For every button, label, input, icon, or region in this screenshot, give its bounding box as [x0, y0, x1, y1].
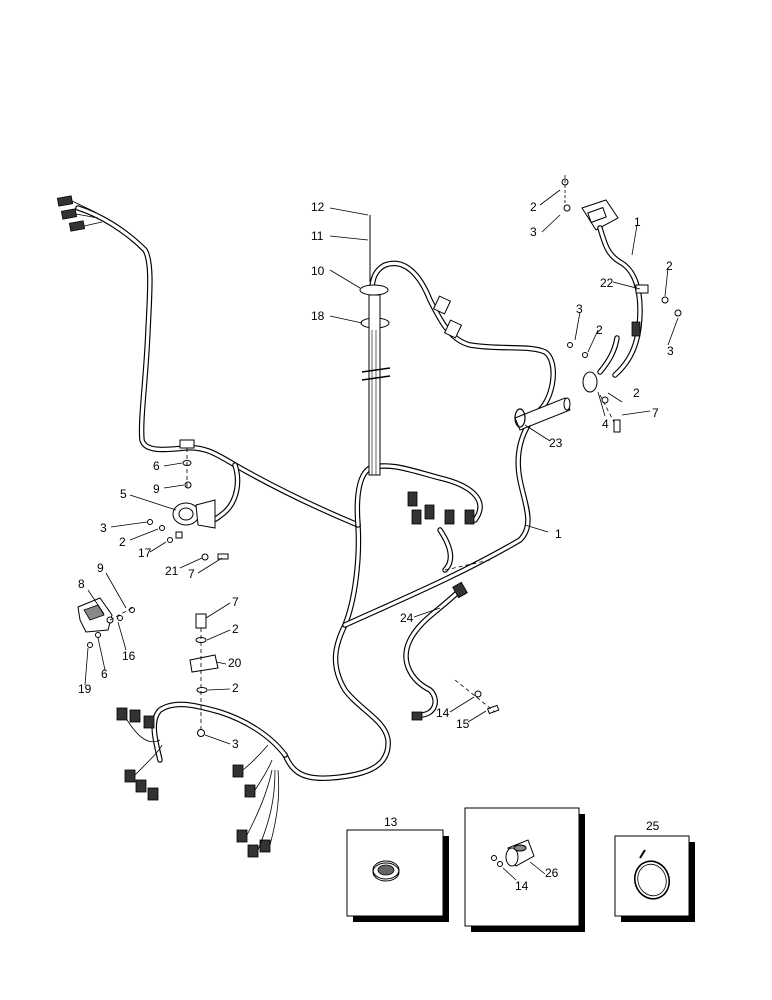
callout-21: 21	[165, 564, 179, 578]
switch-assembly-upper-right	[561, 175, 682, 433]
callout-9: 9	[153, 482, 160, 496]
callout-16: 16	[122, 649, 136, 663]
connector-cluster-top-left	[56, 195, 103, 232]
callout-3: 3	[530, 225, 537, 239]
hardware-14-15	[411, 581, 500, 721]
callout-2: 2	[596, 323, 603, 337]
callout-2: 2	[633, 386, 640, 400]
callout-20: 20	[228, 656, 242, 670]
callout-11: 11	[311, 229, 324, 243]
callout-24: 24	[400, 611, 414, 625]
inset-label-13: 13	[384, 815, 398, 829]
callout-6: 6	[153, 459, 160, 473]
callout-1: 1	[555, 527, 562, 541]
bracket-8	[77, 597, 135, 648]
callout-8: 8	[78, 577, 85, 591]
callout-15: 15	[456, 717, 470, 731]
callout-7: 7	[652, 406, 659, 420]
main-harness	[75, 205, 556, 781]
sleeve-23	[514, 397, 571, 431]
callout-3: 3	[667, 344, 674, 358]
callout-2: 2	[232, 681, 239, 695]
inset-label-26: 26	[545, 866, 559, 880]
inset-connector: 26 14	[464, 807, 585, 932]
callout-10: 10	[311, 264, 325, 278]
callout-22: 22	[600, 276, 614, 290]
inline-connector-sensor	[432, 295, 463, 339]
callout-3: 3	[576, 302, 583, 316]
hardware-6-9	[179, 439, 195, 490]
callout-7: 7	[232, 595, 239, 609]
callout-14: 14	[436, 706, 450, 720]
callout-5: 5	[120, 487, 127, 501]
callout-2: 2	[530, 200, 537, 214]
inset-grommet: 13	[346, 815, 449, 922]
callout-23: 23	[549, 436, 563, 450]
callout-17: 17	[138, 546, 152, 560]
callout-2: 2	[232, 622, 239, 636]
dashed-link	[444, 559, 491, 571]
callout-3: 3	[232, 737, 239, 751]
leader-lines	[84, 189, 679, 745]
callout-9: 9	[97, 561, 104, 575]
callout-18: 18	[311, 309, 325, 323]
probe-assembly	[359, 215, 391, 476]
callout-2: 2	[666, 259, 673, 273]
callout-3: 3	[100, 521, 107, 535]
callout-4: 4	[602, 417, 609, 431]
clamp-stack-20	[189, 613, 219, 737]
callout-1: 1	[634, 215, 641, 229]
callout-7: 7	[188, 567, 195, 581]
inset-label-25: 25	[646, 819, 660, 833]
callout-6: 6	[101, 667, 108, 681]
connector-cluster-center	[407, 491, 475, 525]
callout-12: 12	[311, 200, 325, 214]
callout-19: 19	[78, 682, 92, 696]
inset-clamp: 25	[614, 819, 695, 922]
callout-labels: 12 11 10 18 2 3 1 2 22 3 3 2 2 4 7 23 1 …	[78, 200, 674, 751]
callout-2: 2	[119, 535, 126, 549]
device-5	[147, 499, 229, 561]
inset-label-14: 14	[515, 879, 529, 893]
connector-cluster-lower-left	[116, 707, 280, 858]
